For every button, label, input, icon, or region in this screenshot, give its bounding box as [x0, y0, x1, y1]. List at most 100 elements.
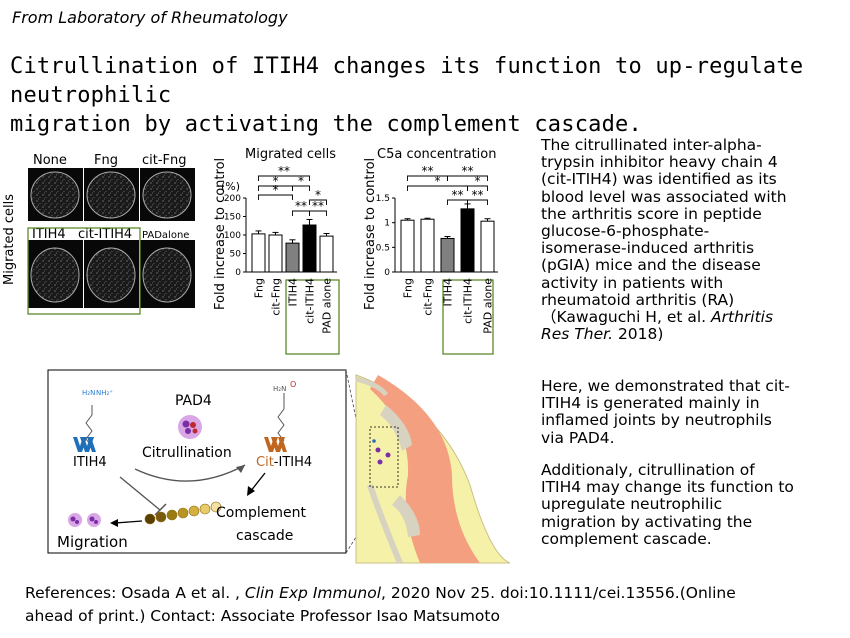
- citrulline-structure-icon: [277, 393, 285, 442]
- x-tick-label: ITIH4: [287, 278, 300, 306]
- highlight-box: [27, 227, 141, 315]
- x-tick-label: Fng: [253, 278, 266, 298]
- significance-stars: *: [298, 174, 304, 188]
- x-tick-label: PAD alone: [482, 278, 495, 334]
- significance-bracket: [447, 175, 488, 181]
- complement-beads-icon: [144, 501, 222, 525]
- chart1-ylabel: Fold increase to control: [213, 158, 228, 310]
- neutrophil-icon: [178, 415, 202, 439]
- significance-stars: **: [452, 188, 464, 202]
- bar-cit-fng: [268, 234, 283, 273]
- desc2-line: inflamed joints by neutrophils: [541, 411, 772, 430]
- bar-pad-alone: [480, 220, 495, 273]
- y-tick-label: 200: [224, 194, 241, 204]
- references-line-1: References: Osada A et al. , Clin Exp Im…: [25, 584, 736, 602]
- desc3-line: complement cascade.: [541, 529, 712, 548]
- significance-bracket: [309, 210, 327, 216]
- significance-bracket: [309, 199, 327, 205]
- chart2-title: C5a concentration: [377, 147, 496, 162]
- x-tick-label: Fng: [402, 278, 415, 298]
- x-tick-label: cit-ITIH4: [462, 278, 475, 324]
- bar-fng: [400, 219, 415, 273]
- significance-stars: **: [278, 164, 290, 178]
- cit-itih4-protein-icon: [264, 437, 287, 452]
- zoom-box: [369, 426, 399, 488]
- migration-arrow: [114, 520, 143, 524]
- chart1-unit: (%): [221, 180, 240, 193]
- desc1-line: The citrullinated inter-alpha-: [541, 136, 762, 154]
- citation-line-1: （Kawaguchi H, et al. Arthritis: [541, 308, 774, 327]
- significance-stars: *: [435, 174, 441, 188]
- inhibition-line: [119, 476, 161, 511]
- migration-label: Migration: [57, 533, 128, 551]
- chart1-highlight-box: [285, 279, 340, 355]
- chart2-highlight-box: [442, 279, 494, 355]
- svg-text:NH₂⁺: NH₂⁺: [96, 389, 113, 397]
- itih4-label: ITIH4: [73, 455, 107, 470]
- bar-cit-itih4: [460, 208, 475, 273]
- desc2-line: via PAD4.: [541, 428, 615, 447]
- citrullination-label: Citrullination: [142, 445, 232, 461]
- y-tick-label: 0: [384, 268, 390, 278]
- label-itih4: ITIH4: [32, 227, 66, 242]
- significance-stars: **: [312, 199, 324, 213]
- desc1-line: (cit-ITIH4) was identified as its: [541, 170, 777, 189]
- title-line-2: migration by activating the complement c…: [10, 112, 642, 137]
- label-pad-alone: PADalone: [142, 230, 189, 241]
- micrograph-row-top: [28, 168, 195, 221]
- x-tick-label: ITIH4: [442, 278, 455, 306]
- label-cit-fng: cit-Fng: [142, 153, 187, 168]
- description-paragraph-2: Here, we demonstrated that cit- ITIH4 is…: [541, 377, 841, 447]
- significance-bracket: [467, 185, 488, 191]
- desc1-line: (pGIA) mice and the disease: [541, 256, 761, 275]
- label-cit-itih4: cit-ITIH4: [78, 227, 132, 242]
- desc3-line: upregulate neutrophilic: [541, 495, 723, 514]
- y-tick-label: 50: [230, 250, 242, 260]
- desc3-line: migration by activating the: [541, 512, 753, 531]
- y-tick-label: 1.5: [376, 194, 390, 204]
- bar-itih4: [440, 237, 455, 273]
- significance-stars: **: [295, 199, 307, 213]
- desc3-line: Additionaly, citrullination of: [541, 461, 755, 479]
- svg-text:H₂N: H₂N: [273, 385, 286, 393]
- bar-fng: [251, 233, 266, 273]
- desc3-line: ITIH4 may change its function to: [541, 478, 794, 497]
- desc1-line: rheumatoid arthritis (RA): [541, 290, 735, 309]
- desc2-line: Here, we demonstrated that cit-: [541, 377, 790, 395]
- chart-c5a: C5a concentration Fold increase to contr…: [363, 147, 498, 355]
- significance-stars: *: [475, 174, 481, 188]
- significance-stars: *: [273, 183, 279, 197]
- page-title: Citrullination of ITIH4 changes its func…: [10, 52, 850, 139]
- significance-bracket: [258, 175, 310, 181]
- lab-name: From Laboratory of Rheumatology: [12, 8, 288, 27]
- svg-text:H₂N: H₂N: [82, 389, 95, 397]
- desc1-line: trypsin inhibitor heavy chain 4: [541, 153, 778, 172]
- chart1-title: Migrated cells: [245, 147, 336, 162]
- description-paragraph-1: The citrullinated inter-alpha- trypsin i…: [541, 136, 841, 343]
- references-line-2: ahead of print.) Contact: Associate Prof…: [25, 607, 500, 625]
- significance-bracket: [292, 185, 310, 191]
- citrullination-arrow: [134, 464, 246, 482]
- description-paragraph-3: Additionaly, citrullination of ITIH4 may…: [541, 461, 841, 548]
- x-tick-label: cit-ITIH4: [304, 278, 317, 324]
- pad4-label: PAD4: [175, 393, 212, 409]
- y-tick-label: 1: [384, 219, 390, 229]
- desc1-line: the arthritis score in peptide: [541, 204, 762, 223]
- significance-bracket: [258, 194, 293, 200]
- schematic: H₂N NH₂⁺ ITIH4 PAD4 Citrullination H₂N O…: [47, 369, 511, 565]
- significance-stars: **: [462, 164, 474, 178]
- y-tick-label: 100: [224, 231, 241, 241]
- inflamed-joint-illustration: [355, 374, 511, 565]
- bar-itih4: [285, 242, 300, 273]
- x-tick-label: cit-Fng: [270, 278, 283, 316]
- x-tick-label: cit-Fng: [422, 278, 435, 316]
- significance-stars: **: [472, 188, 484, 202]
- itih4-protein-icon: [73, 437, 96, 452]
- micrograph-y-label: Migrated cells: [2, 194, 17, 285]
- micrograph-panel: Migrated cells None Fng cit-Fng ITIH4 ci…: [2, 153, 195, 315]
- chart2-ylabel: Fold increase to control: [363, 158, 378, 310]
- complement-line1: Complement: [216, 505, 306, 521]
- y-tick-label: 0: [235, 268, 241, 278]
